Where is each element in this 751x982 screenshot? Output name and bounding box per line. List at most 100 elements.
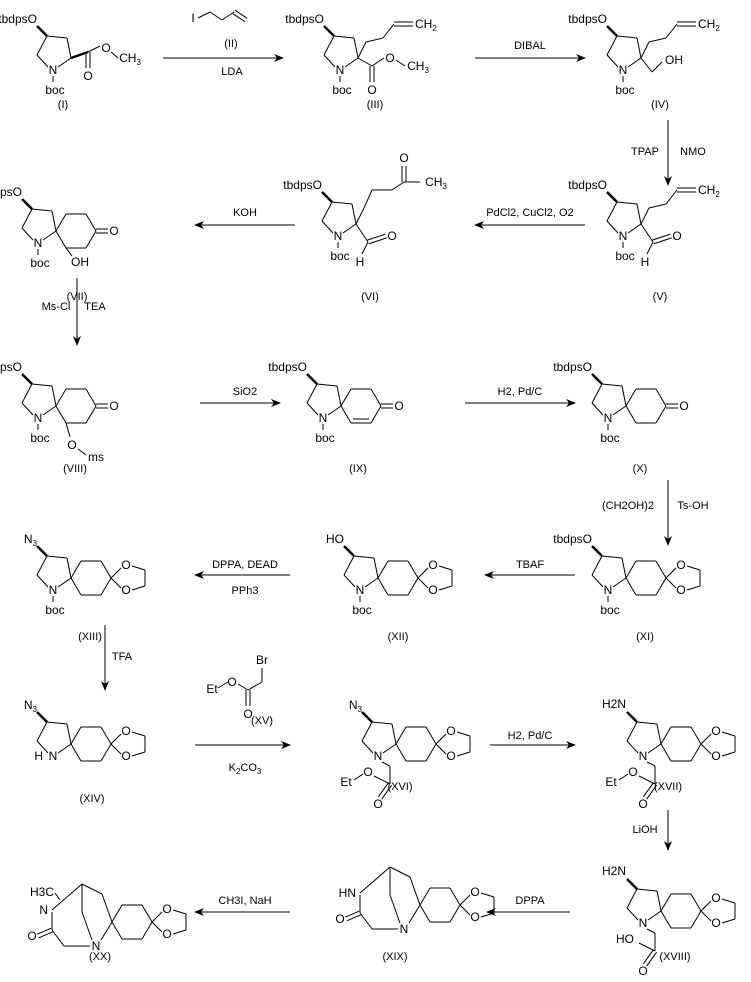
atom-label-o: O <box>387 229 396 243</box>
bond-line <box>456 731 471 737</box>
atom-label-n: N <box>49 583 58 597</box>
bond-line <box>131 585 146 591</box>
bond-line <box>636 888 658 892</box>
bond-line <box>373 775 391 785</box>
atom-label-ch3: CH3 <box>425 175 447 191</box>
bond-line <box>606 201 618 222</box>
bond-line <box>721 918 736 924</box>
atom-label-tbdpso: tbdpsO <box>285 12 324 26</box>
atom-label-n: N <box>34 236 43 250</box>
bond-line <box>36 545 48 557</box>
bond-line <box>665 577 677 589</box>
atom-label-n: N <box>356 583 365 597</box>
bond-line <box>131 751 146 757</box>
bond-line <box>36 25 48 37</box>
atom-label-n: N <box>604 583 613 597</box>
atom-label-o: O <box>470 910 479 924</box>
atom-label-h: H <box>356 255 365 269</box>
bond-line <box>640 223 654 243</box>
bond-line <box>81 911 93 941</box>
bond-line <box>316 383 338 387</box>
atom-label-o: O <box>676 583 685 597</box>
atom-label-ms: ms <box>88 450 104 464</box>
atom-label-o: O <box>109 224 118 238</box>
bond-line <box>344 57 359 68</box>
atom-label-tbdpso: tbdpsO <box>0 185 22 199</box>
atom-label-tbdpso: tbdpsO <box>0 360 22 374</box>
atom-label-o: O <box>83 69 92 83</box>
reagent-pph3: PPh3 <box>231 585 259 597</box>
compound-VIII-structure: NtbdpsObocOOms <box>0 360 119 464</box>
bond-line <box>656 890 662 912</box>
atom-label-o: O <box>399 151 408 165</box>
reagent-koh: KOH <box>233 207 257 219</box>
atom-label-o: O <box>121 724 130 738</box>
reagent-tsoh: Ts-OH <box>677 500 709 512</box>
bond-line <box>110 577 122 589</box>
bond-line <box>655 405 667 424</box>
bond-line <box>197 11 211 19</box>
bond-line <box>21 373 33 385</box>
bond-line <box>377 560 389 579</box>
bond-line <box>357 57 373 67</box>
atom-label-o: O <box>446 724 455 738</box>
bond-line <box>665 189 678 205</box>
bond-line <box>110 743 122 755</box>
bond-line <box>36 555 48 576</box>
bond-line <box>646 784 658 800</box>
atom-label-n: N <box>619 63 628 77</box>
bond-line <box>591 555 603 576</box>
atom-label-o: O <box>711 916 720 930</box>
bond-line <box>111 904 123 923</box>
bond-line <box>57 743 72 754</box>
bond-line <box>407 577 419 596</box>
bond-line <box>606 191 618 203</box>
bond-line <box>345 910 360 918</box>
bond-line <box>660 743 672 762</box>
atom-label-h: H <box>641 255 650 269</box>
bond-line <box>618 773 629 781</box>
bond-line <box>660 893 672 912</box>
bond-line <box>51 929 65 947</box>
reagent-tbaf: TBAF <box>515 559 545 571</box>
bond-line <box>425 726 437 745</box>
bond-line <box>655 560 667 579</box>
reagent-tfa: TFA <box>111 651 133 663</box>
bond-line <box>131 565 146 571</box>
bond-line <box>601 555 623 559</box>
bond-line <box>37 927 52 935</box>
bond-line <box>625 405 637 424</box>
reagent-h2-pdc-2: H2, Pd/C <box>507 730 553 742</box>
bond-line <box>85 213 97 232</box>
compound-label-XI: (XI) <box>636 631 654 643</box>
atom-label-o: O <box>394 399 403 413</box>
reagent-dppa-dead: DPPA, DEAD <box>212 559 278 571</box>
bond-line <box>690 743 702 762</box>
bond-line <box>66 37 72 59</box>
atom-label-n3: N3 <box>24 532 38 548</box>
bond-line <box>234 9 248 19</box>
reagent-tpap: TPAP <box>631 146 659 158</box>
bond-line <box>648 37 667 43</box>
bond-line <box>355 207 365 225</box>
bond-line <box>377 577 389 596</box>
bond-line <box>51 210 57 232</box>
bond-line <box>141 904 153 923</box>
bond-line <box>381 784 393 800</box>
bond-line <box>70 50 89 60</box>
atom-label-n: N <box>39 903 48 917</box>
bond-line <box>46 555 68 559</box>
atom-label-n: N <box>639 749 648 763</box>
bond-line <box>407 560 419 579</box>
bond-line <box>110 51 119 59</box>
bond-line <box>686 585 701 591</box>
atom-label-oh: OH <box>665 53 683 67</box>
atom-label-o: O <box>428 558 437 572</box>
bond-line <box>419 887 431 906</box>
bond-line <box>655 388 667 407</box>
bond-line <box>626 878 638 890</box>
